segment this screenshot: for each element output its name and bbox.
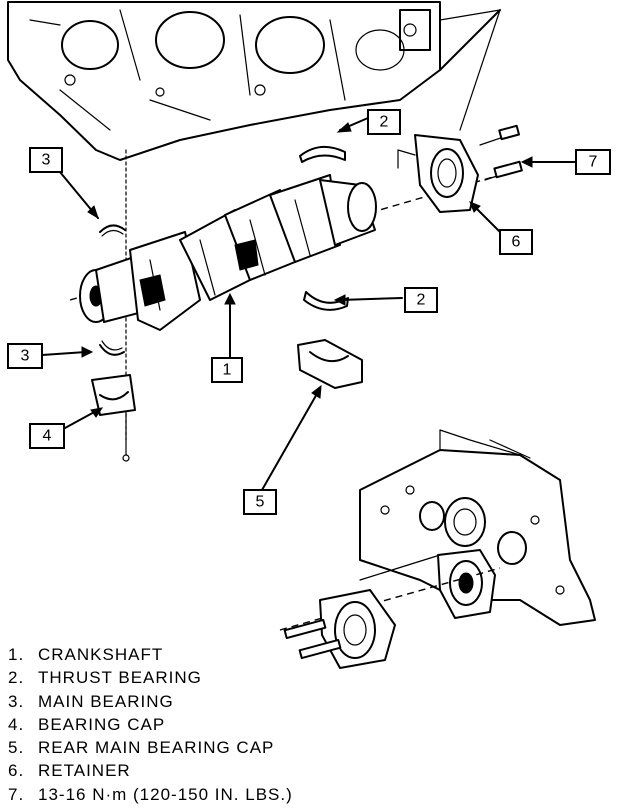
- legend-item: 7. 13-16 N·m (120-150 IN. LBS.): [8, 783, 608, 806]
- callout-5-label: 5: [256, 494, 265, 511]
- bearing-cap-drawing: [91, 374, 136, 462]
- callout-2-upper-label: 2: [380, 114, 389, 131]
- callout-4: 4: [29, 423, 65, 449]
- legend-item: 5. REAR MAIN BEARING CAP: [8, 736, 608, 759]
- main-bearing-lower-drawing: [99, 340, 125, 356]
- retainer-drawing: [397, 124, 523, 213]
- rear-block-drawing: [279, 429, 596, 669]
- legend-item: 6. RETAINER: [8, 759, 608, 782]
- legend-text: CRANKSHAFT: [38, 645, 164, 664]
- callout-6: 6: [499, 229, 533, 255]
- callout-7: 7: [575, 149, 611, 175]
- legend-number: 5.: [8, 738, 25, 758]
- legend-number: 1.: [8, 645, 25, 664]
- legend-number: 4.: [8, 714, 25, 734]
- legend-text: MAIN BEARING: [38, 691, 174, 711]
- callout-4-label: 4: [43, 428, 52, 445]
- legend-number: 3.: [8, 691, 25, 711]
- main-bearing-upper-drawing: [99, 224, 126, 237]
- legend-text: 13-16 N·m (120-150 IN. LBS.): [38, 784, 293, 804]
- leader-lines: [41, 117, 576, 491]
- rear-main-bearing-cap-drawing: [297, 339, 363, 389]
- callout-3-upper: 3: [29, 147, 63, 173]
- callout-2-lower: 2: [404, 287, 438, 313]
- callout-6-label: 6: [512, 234, 521, 251]
- legend-number: 6.: [8, 761, 25, 781]
- callout-3-lower-label: 3: [21, 348, 30, 365]
- legend-item: 1. CRANKSHAFT: [8, 643, 608, 666]
- legend-text: RETAINER: [38, 761, 131, 781]
- legend-text: THRUST BEARING: [38, 668, 202, 688]
- callout-5: 5: [243, 489, 277, 515]
- legend-item: 4. BEARING CAP: [8, 713, 608, 736]
- crankshaft-drawing: [69, 174, 501, 331]
- callout-7-label: 7: [589, 154, 598, 171]
- legend-number: 2.: [8, 668, 25, 688]
- legend-item: 2. THRUST BEARING: [8, 666, 608, 689]
- legend-item: 3. MAIN BEARING: [8, 690, 608, 713]
- callout-2-upper: 2: [367, 109, 401, 135]
- callout-3-upper-label: 3: [42, 152, 51, 169]
- legend-text: BEARING CAP: [38, 714, 166, 734]
- thrust-bearing-upper-drawing: [299, 145, 346, 163]
- legend-number: 7.: [8, 784, 25, 804]
- legend-text: REAR MAIN BEARING CAP: [38, 738, 275, 758]
- parts-legend: 1. CRANKSHAFT 2. THRUST BEARING 3. MAIN BEA…: [8, 643, 608, 806]
- callout-3-lower: 3: [7, 343, 43, 369]
- thrust-bearing-lower-drawing: [303, 291, 349, 311]
- callout-2-lower-label: 2: [417, 292, 426, 309]
- callout-1: 1: [211, 357, 243, 383]
- callout-1-label: 1: [223, 362, 232, 379]
